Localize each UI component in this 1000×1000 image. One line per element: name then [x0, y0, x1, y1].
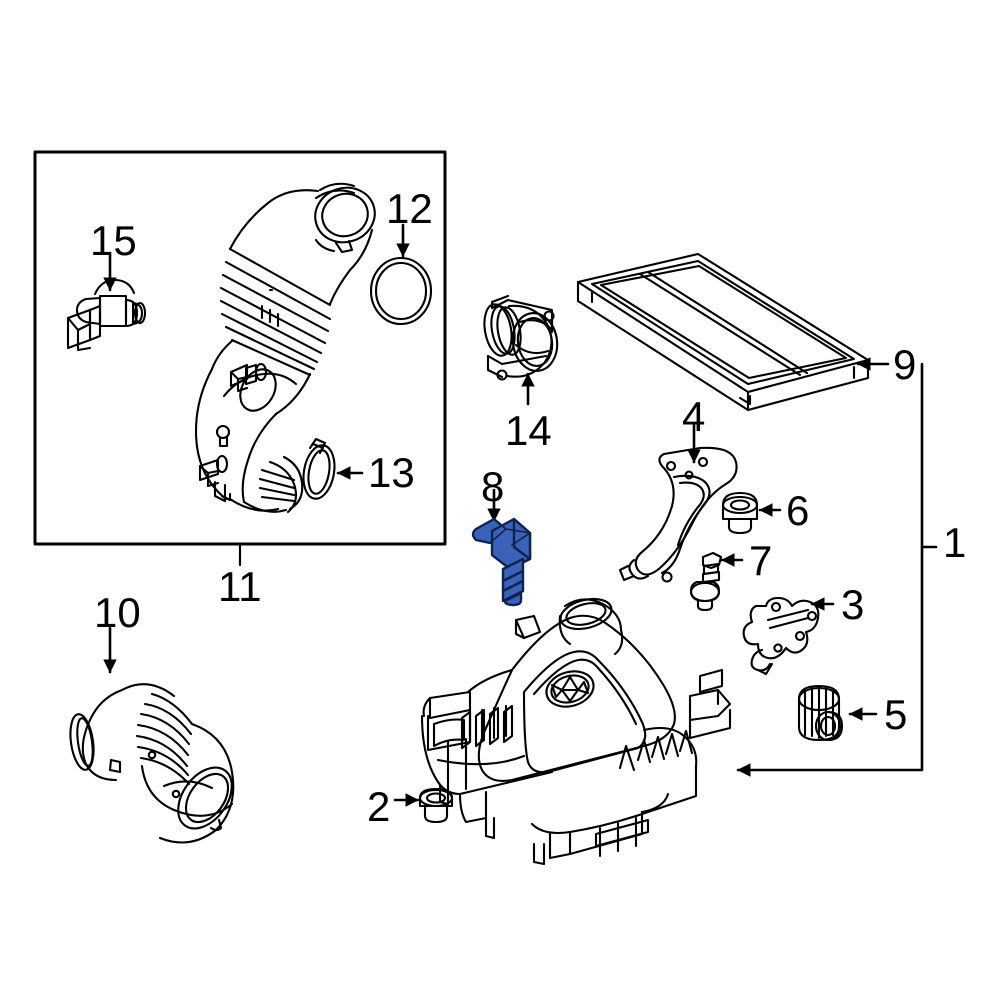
part-1-air-cleaner-housing	[420, 597, 732, 866]
callout-label-5[interactable]: 5	[884, 691, 908, 738]
part-15-sensor	[66, 278, 147, 352]
callout-label-8[interactable]: 8	[481, 463, 505, 510]
part-6-mount-bushing	[721, 491, 759, 535]
callout-label-3[interactable]: 3	[841, 581, 865, 628]
part-14-air-intake-elbow	[483, 294, 559, 381]
inset-box-11	[33, 150, 447, 546]
part-12-seal-ring	[369, 256, 433, 326]
callout-label-11[interactable]: 11	[218, 563, 262, 610]
part-7-stud-bolt	[689, 551, 723, 612]
part-13-hose-clamp	[302, 437, 336, 500]
part-10-air-intake-duct	[69, 683, 235, 844]
part-5-bushing-sleeve	[797, 684, 844, 742]
callout-label-4[interactable]: 4	[682, 393, 706, 440]
callout-label-2[interactable]: 2	[367, 783, 391, 830]
callout-pointers	[103, 223, 938, 807]
callout-label-10[interactable]: 10	[94, 589, 141, 636]
part-9-air-filter-element	[576, 252, 870, 412]
mercedes-star-emblem	[545, 670, 595, 708]
part-8-intake-air-temperature-sensor	[471, 517, 532, 607]
callout-label-1[interactable]: 1	[943, 519, 967, 566]
callout-label-15[interactable]: 15	[90, 217, 137, 264]
part-2-grommet	[418, 787, 454, 824]
callout-label-6[interactable]: 6	[786, 487, 810, 534]
callout-label-13[interactable]: 13	[368, 449, 415, 496]
part-3-bracket	[742, 596, 820, 676]
callout-label-9[interactable]: 9	[893, 341, 917, 388]
callout-label-7[interactable]: 7	[749, 537, 773, 584]
callout-label-12[interactable]: 12	[386, 185, 433, 232]
callout-label-14[interactable]: 14	[505, 407, 552, 454]
part-11-air-intake-hose	[194, 182, 376, 514]
part-4-support-bracket	[618, 446, 738, 583]
